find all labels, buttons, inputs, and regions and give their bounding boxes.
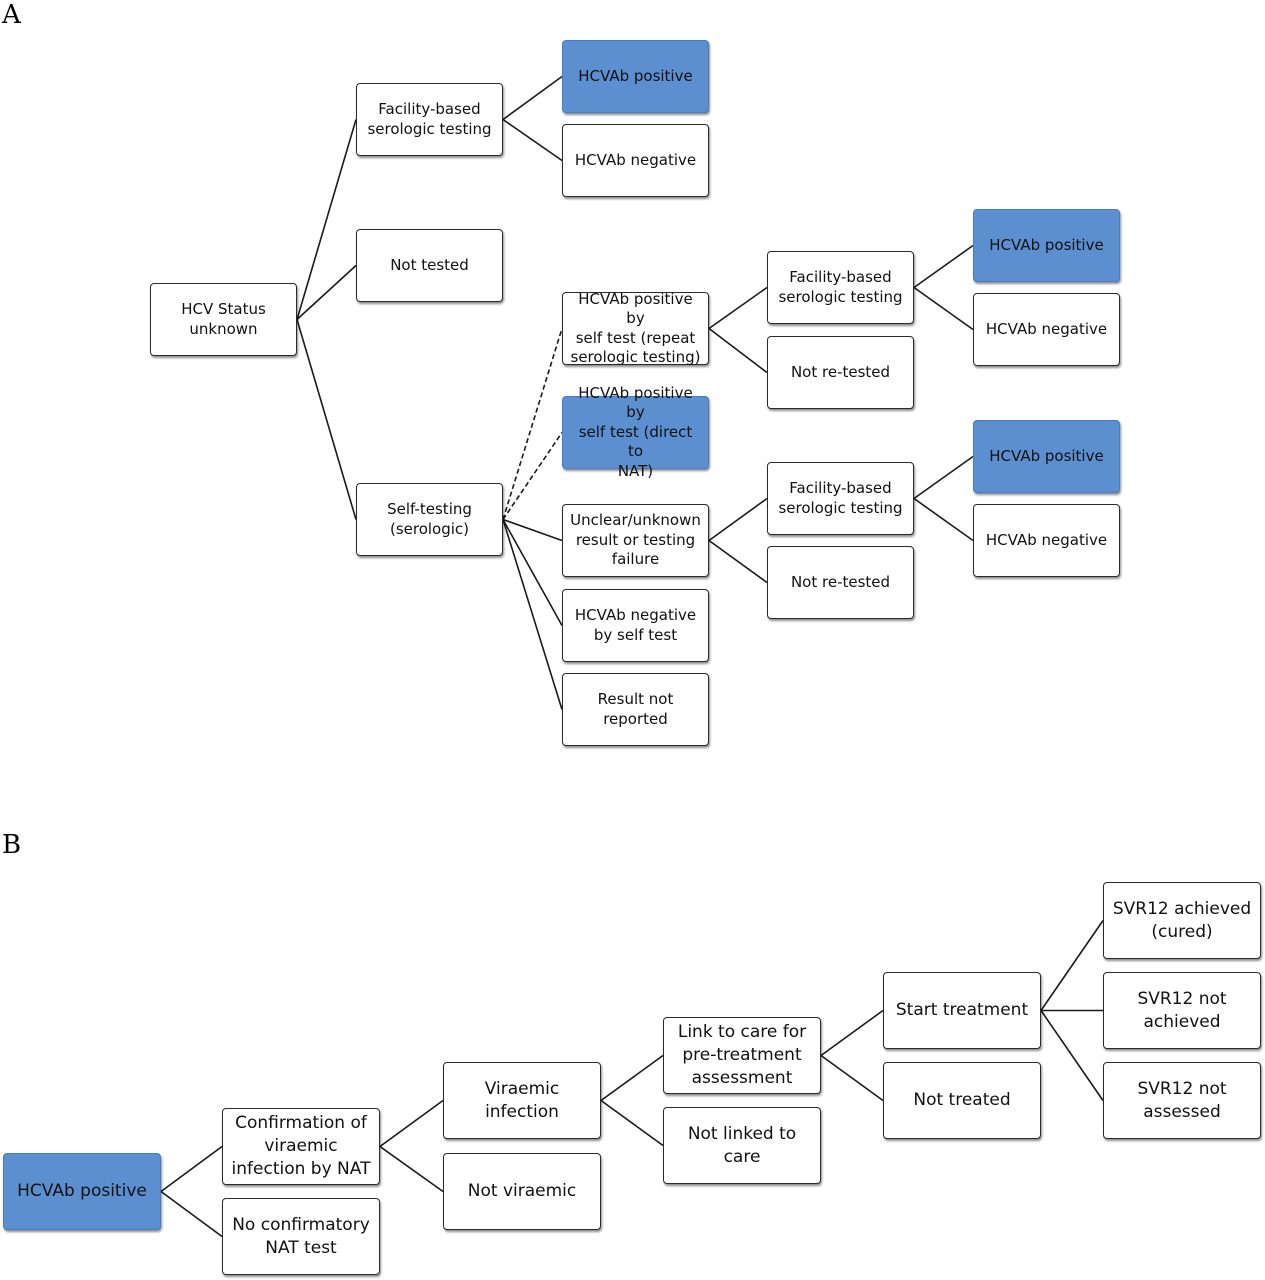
edge-confirmation-to-not_viraemic <box>379 1145 444 1193</box>
edge-pos_repeat-to-not_retested1 <box>708 327 768 374</box>
node-hcvab-negative: HCVAb negative <box>562 124 709 197</box>
edge-start_treatment-to-svr_achieved <box>1040 920 1104 1011</box>
node-positive-self-test-repeat: HCVAb positive by self test (repeat sero… <box>562 290 709 366</box>
node-no-confirmatory-nat: No confirmatory NAT test <box>222 1198 380 1275</box>
node-not-retested: Not re-tested <box>767 546 914 619</box>
node-viraemic-infection: Viraemic infection <box>443 1062 601 1139</box>
edge-facility_based-to-a_neg1 <box>502 118 563 162</box>
node-svr12-not-assessed: SVR12 not assessed <box>1103 1062 1261 1139</box>
edge-fac2-to-a_pos2 <box>913 244 974 289</box>
edge-confirmation-to-viraemic <box>379 1099 444 1148</box>
node-svr12-not-achieved: SVR12 not achieved <box>1103 972 1261 1049</box>
node-hcvab-positive-start: HCVAb positive <box>3 1153 161 1230</box>
edge-viraemic-to-link_care <box>600 1054 664 1102</box>
node-not-tested: Not tested <box>356 229 503 302</box>
node-not-retested: Not re-tested <box>767 336 914 409</box>
node-facility-based-retest: Facility-based serologic testing <box>767 251 914 324</box>
node-hcvab-negative: HCVAb negative <box>973 293 1120 366</box>
node-hcvab-positive: HCVAb positive <box>562 40 709 113</box>
edge-facility_based-to-a_pos1 <box>502 75 563 121</box>
node-start-treatment: Start treatment <box>883 972 1041 1049</box>
node-confirmation-by-nat: Confirmation of viraemic infection by NA… <box>222 1108 380 1185</box>
edge-hcv_status-to-self_testing <box>296 319 357 520</box>
edge-unclear-to-fac3 <box>708 497 768 542</box>
edge-b_hcvab_pos-to-no_confirm <box>160 1190 223 1238</box>
node-result-not-reported: Result not reported <box>562 673 709 746</box>
node-hcvab-negative: HCVAb negative <box>973 504 1120 577</box>
edge-hcv_status-to-not_tested <box>296 264 357 321</box>
edge-b_hcvab_pos-to-confirmation <box>160 1145 223 1193</box>
node-facility-based-retest: Facility-based serologic testing <box>767 462 914 535</box>
edge-unclear-to-not_retested2 <box>708 539 768 584</box>
node-svr12-achieved: SVR12 achieved (cured) <box>1103 882 1261 959</box>
edge-viraemic-to-not_linked <box>600 1099 664 1147</box>
node-link-to-care: Link to care for pre-treatment assessmen… <box>663 1017 821 1094</box>
edge-hcv_status-to-facility_based <box>296 119 357 320</box>
edge-self_testing-to-pos_repeat <box>502 328 563 520</box>
edge-fac2-to-a_neg2 <box>913 286 974 331</box>
edge-pos_repeat-to-fac2 <box>708 286 768 330</box>
panel-a-label: A <box>2 0 21 30</box>
node-not-linked-to-care: Not linked to care <box>663 1107 821 1184</box>
node-not-treated: Not treated <box>883 1062 1041 1139</box>
node-self-testing: Self-testing (serologic) <box>356 483 503 556</box>
node-hcv-status-unknown: HCV Status unknown <box>150 283 297 356</box>
edge-link_care-to-not_treated <box>820 1054 884 1102</box>
edge-self_testing-to-unclear <box>502 518 563 542</box>
edge-fac3-to-a_pos3 <box>913 455 974 500</box>
edge-fac3-to-a_neg3 <box>913 497 974 542</box>
node-hcvab-positive: HCVAb positive <box>973 420 1120 493</box>
panel-b-label: B <box>2 830 22 860</box>
node-hcvab-positive: HCVAb positive <box>973 209 1120 282</box>
node-negative-self-test: HCVAb negative by self test <box>562 589 709 662</box>
edge-self_testing-to-not_reported <box>502 519 563 710</box>
node-unclear-result: Unclear/unknown result or testing failur… <box>562 504 709 577</box>
edge-self_testing-to-pos_direct <box>502 432 563 520</box>
node-positive-self-test-direct-nat: HCVAb positive by self test (direct to N… <box>562 384 709 480</box>
edge-self_testing-to-neg_self <box>502 519 563 626</box>
node-not-viraemic: Not viraemic <box>443 1153 601 1230</box>
edge-link_care-to-start_treatment <box>820 1009 884 1057</box>
edge-start_treatment-to-svr_not_assessed <box>1040 1010 1104 1101</box>
node-facility-based-testing: Facility-based serologic testing <box>356 83 503 156</box>
